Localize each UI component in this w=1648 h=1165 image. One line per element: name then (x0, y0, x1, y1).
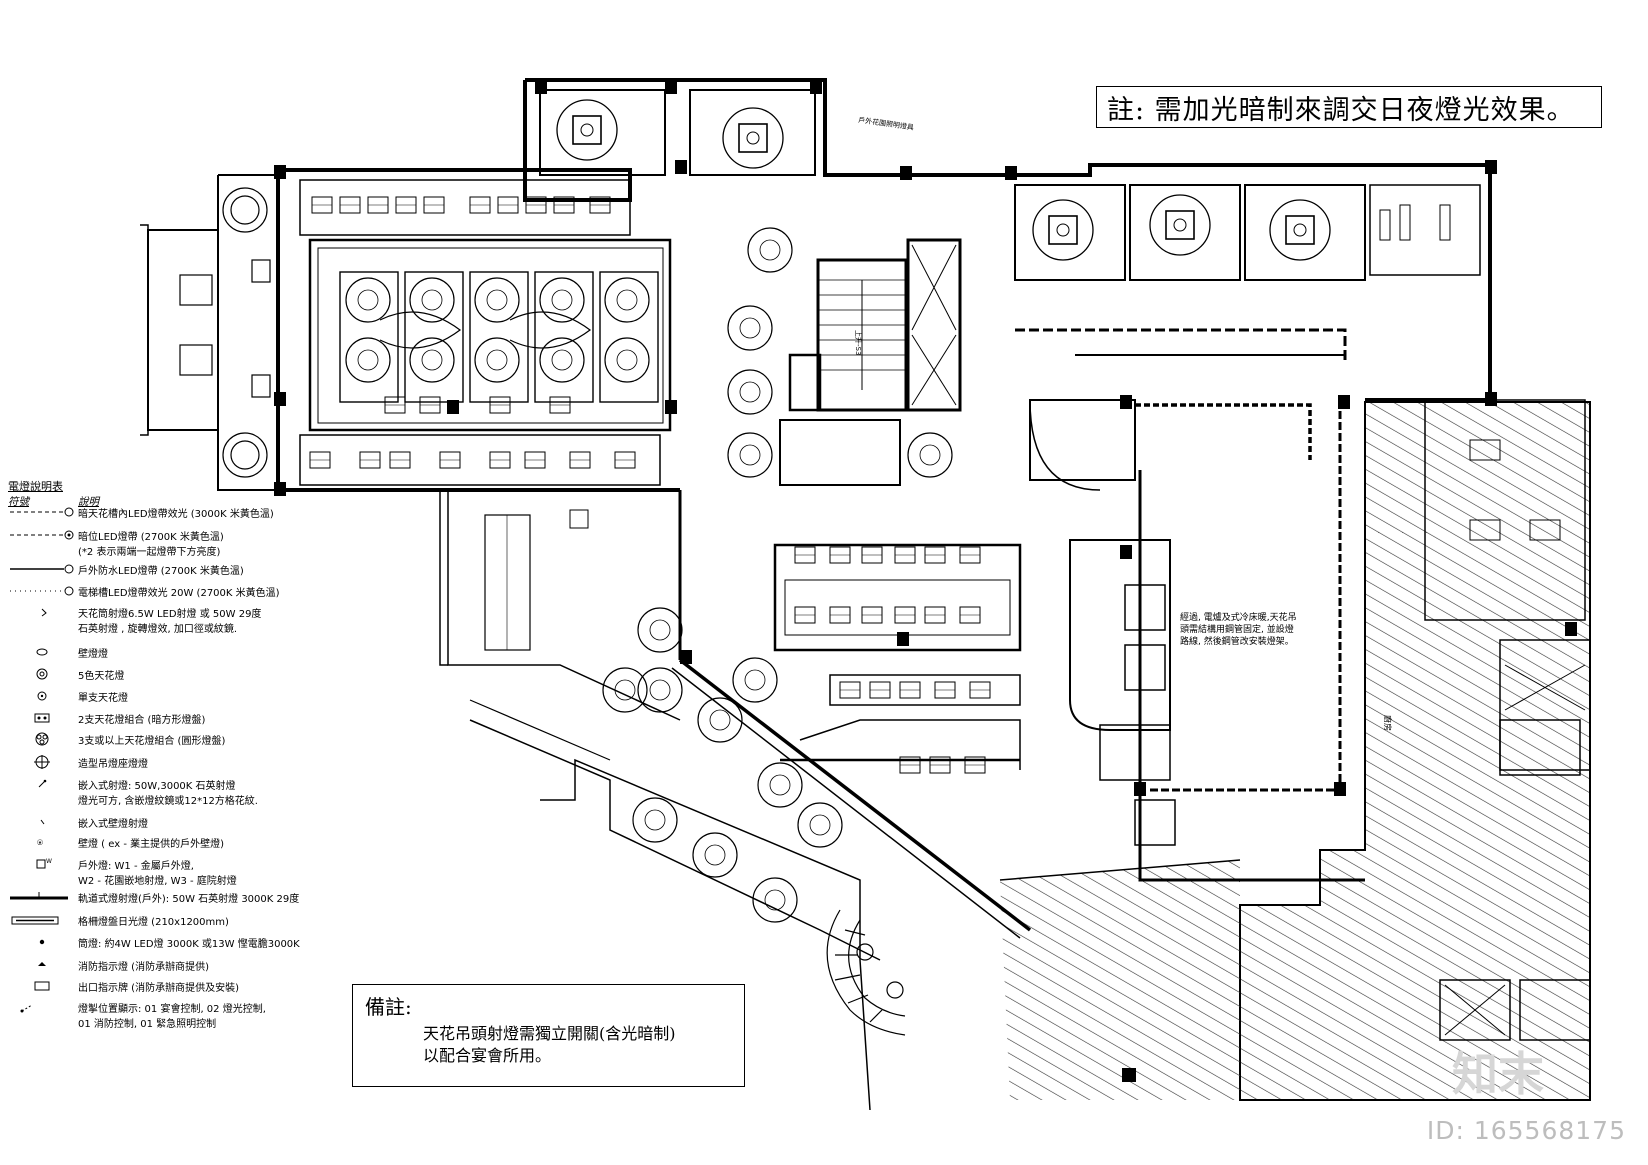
legend-item: W 戶外燈: W1 - 金屬戶外燈, W2 - 花園嵌地射燈, W3 - 庭院射燈 (8, 857, 358, 887)
bar-seats (794, 546, 991, 774)
wall-lamp-icon (8, 645, 78, 659)
central-round-tables (602, 227, 953, 923)
legend-item-text: 2支天花燈組合 (暗方形燈盤) (78, 715, 206, 726)
legend-title: 電燈說明表 (8, 480, 63, 493)
watermark-id: ID: 165568175 (1426, 1116, 1626, 1145)
legend-item: 5色天花燈 (8, 667, 358, 682)
legend-item-text: 消防指示燈 (消防承辦商提供) (78, 962, 209, 973)
legend-item-text: 格柵燈盤日光燈 (210x1200mm) (78, 917, 229, 928)
legend-item: 筒燈: 約4W LED燈 3000K 或13W 慳電膽3000K (8, 935, 358, 950)
exit-sign-icon (8, 979, 78, 993)
svg-text:⍟: ⍟ (37, 838, 43, 849)
dashed-line-double-circle-icon (8, 528, 78, 542)
line-circle-icon (8, 562, 78, 576)
legend-item-text: 暗天花槽內LED燈帶效光 (3000K 米黃色溫) (78, 509, 274, 520)
legend-item: 壁燈燈 (8, 645, 358, 660)
outer-walls (140, 78, 1492, 1111)
long-table-room (484, 509, 589, 651)
double-ring-icon (8, 667, 78, 681)
legend-item-text: 電梯槽LED燈帶效光 20W (2700K 米黃色溫) (78, 588, 280, 599)
lighting-note-text: 註: 需加光暗制來調交日夜燈光效果。 (1107, 94, 1575, 126)
legend-item-text: 單支天花燈 (78, 693, 128, 704)
legend-item: 消防指示燈 (消防承辦商提供) (8, 958, 358, 973)
stair-label: 上升-S3 (854, 330, 863, 355)
legend-item: 2支天花燈組合 (暗方形燈盤) (8, 711, 358, 726)
bullet-icon (8, 935, 78, 949)
legend-item-text: 天花筒射燈6.5W LED射燈 或 50W 29度 石英射燈 , 旋轉燈效, 加… (78, 609, 262, 635)
tilt-spot-icon (8, 777, 78, 791)
legend-item: 出口指示牌 (消防承辦商提供及安裝) (8, 979, 358, 994)
legend-item: 格柵燈盤日光燈 (210x1200mm) (8, 913, 358, 928)
spotlight-icon (8, 605, 78, 619)
legend-item: 嵌入式壁燈射燈 (8, 815, 358, 830)
lighting-legend: 電燈說明表 符號 說明 (8, 480, 358, 515)
legend-item-text: 壁燈燈 (78, 649, 108, 660)
legend-item: 燈掣位置顯示: 01 宴會控制, 02 燈光控制, 01 消防控制, 01 緊急… (8, 1000, 358, 1030)
twin-lamp-icon (8, 711, 78, 725)
legend-item-text: 燈掣位置顯示: 01 宴會控制, 02 燈光控制, 01 消防控制, 01 緊急… (78, 1004, 266, 1030)
legend-item-text: 戶外防水LED燈帶 (2700K 米黃色溫) (78, 566, 244, 577)
small-spot-icon (8, 815, 78, 829)
panel-light-icon (8, 913, 78, 927)
legend-header-description: 說明 (78, 495, 99, 508)
legend-item-text: 暗位LED燈帶 (2700K 米黃色溫) (*2 表示兩端一起燈帶下方亮度) (78, 532, 224, 558)
legend-item-text: 出口指示牌 (消防承辦商提供及安裝) (78, 983, 239, 994)
track-light-icon (8, 890, 78, 904)
watermark-logo: 知末 (1452, 1047, 1544, 1101)
floor-lamp-icon: ⍟ (8, 835, 78, 849)
switch-icon (8, 1000, 78, 1014)
legend-item: 暗位LED燈帶 (2700K 米黃色溫) (*2 表示兩端一起燈帶下方亮度) (8, 528, 358, 558)
remark-body: 天花吊頭射燈需獨立開關(含光暗制) 以配合宴會所用。 (423, 1024, 676, 1066)
remark-title: 備註: (365, 995, 412, 1019)
legend-item: 軌道式燈射燈(戶外): 50W 石英射燈 3000K 29度 (8, 890, 358, 905)
remark-box: 備註: 天花吊頭射燈需獨立開關(含光暗制) 以配合宴會所用。 (352, 984, 745, 1087)
legend-item-text: 軌道式燈射燈(戶外): 50W 石英射燈 3000K 29度 (78, 894, 300, 905)
legend-item-text: 造型吊燈座燈燈 (78, 759, 148, 770)
legend-item: 3支或以上天花燈組合 (圓形燈盤) (8, 732, 358, 747)
legend-item: 嵌入式射燈: 50W,3000K 石英射燈 燈光可方, 含嵌燈紋鏡或12*12方… (8, 777, 358, 807)
dashed-line-circle-icon (8, 505, 78, 519)
kitchen-walls (1015, 328, 1365, 882)
garden-note-label: 戶外花園照明燈具 (858, 115, 915, 132)
kitchen-label: 廚房 (1383, 715, 1393, 731)
dotted-line-circle-icon (8, 584, 78, 598)
outdoor-lamp-icon: W (8, 857, 78, 871)
legend-item: 單支天花燈 (8, 689, 358, 704)
legend-item: 暗天花槽內LED燈帶效光 (3000K 米黃色溫) (8, 505, 358, 520)
legend-item-text: 嵌入式射燈: 50W,3000K 石英射燈 燈光可方, 含嵌燈紋鏡或12*12方… (78, 781, 258, 807)
legend-item-text: 壁燈 ( ex - 業主提供的戶外壁燈) (78, 839, 225, 850)
hatched-floor-area (999, 401, 1591, 1101)
legend-item: 造型吊燈座燈燈 (8, 755, 358, 770)
legend-item: ⍟ 壁燈 ( ex - 業主提供的戶外壁燈) (8, 835, 358, 850)
legend-item-text: 3支或以上天花燈組合 (圓形燈盤) (78, 736, 226, 747)
private-dining-room-left (299, 179, 672, 486)
structural-columns (274, 80, 1577, 1082)
ring-dot-icon (8, 689, 78, 703)
legend-item-text: 筒燈: 約4W LED燈 3000K 或13W 慳電膽3000K (78, 939, 300, 950)
legend-item-text: 5色天花燈 (78, 671, 125, 682)
lighting-note: 註: 需加光暗制來調交日夜燈光效果。 (1096, 86, 1602, 128)
left-bay (179, 187, 271, 478)
legend-item-text: 嵌入式壁燈射燈 (78, 819, 148, 830)
triple-lamp-icon (8, 732, 78, 746)
vip-rooms-top (539, 89, 1481, 281)
legend-item-text: 戶外燈: W1 - 金屬戶外燈, W2 - 花園嵌地射燈, W3 - 庭院射燈 (78, 861, 237, 887)
bar-banquette-area (773, 543, 1022, 770)
spiral-stair (826, 909, 906, 1036)
svg-text:W: W (46, 858, 52, 865)
legend-header-symbol: 符號 (8, 495, 29, 508)
crosshair-icon (8, 755, 78, 769)
legend-header: 符號 說明 (8, 496, 358, 509)
toilet-block (1424, 399, 1591, 1041)
kitchen-ceiling-note: 經過, 電爐及式冷床暖,天花吊 頭需結構用鋼管固定, 並設燈 路線, 然後鋼管改… (1180, 612, 1332, 649)
legend-item: 戶外防水LED燈帶 (2700K 米黃色溫) (8, 562, 358, 577)
legend-item: 電梯槽LED燈帶效光 20W (2700K 米黃色溫) (8, 584, 358, 599)
legend-item: 天花筒射燈6.5W LED射燈 或 50W 29度 石英射燈 , 旋轉燈效, 加… (8, 605, 358, 635)
stair-lift-core (779, 238, 962, 486)
emergency-icon (8, 958, 78, 972)
